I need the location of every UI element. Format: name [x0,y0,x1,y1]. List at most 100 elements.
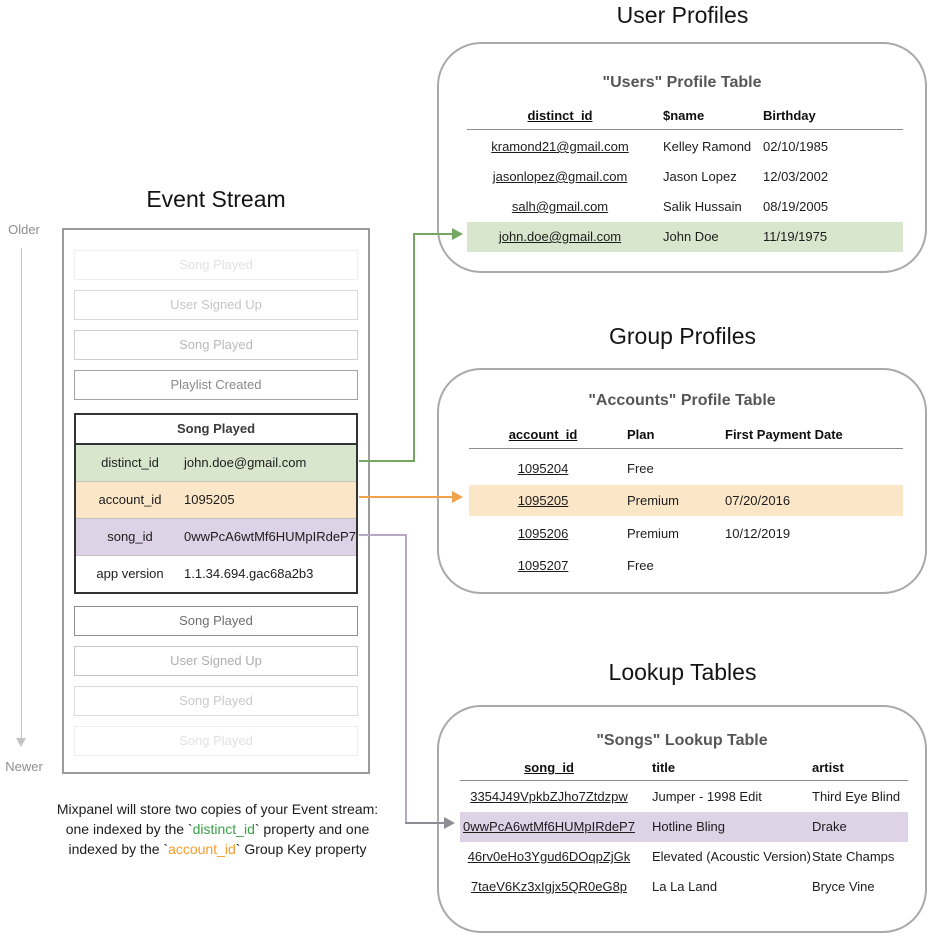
property-value: 1.1.34.694.gac68a2b3 [184,566,314,581]
property-key: song_id [107,529,153,544]
distinct-id-connector-line [413,233,415,462]
expanded-event-card: Song Played distinct_id john.doe@gmail.c… [74,413,358,594]
songs-table-header: song_id title artist [460,758,908,778]
song-id-cell: 3354J49VpkbZJho7Ztdzpw [470,789,628,804]
column-header-first-payment-date: First Payment Date [725,427,843,442]
event-property-app-version: app version 1.1.34.694.gac68a2b3 [76,556,356,592]
users-profile-card: "Users" Profile Table distinct_id $name … [437,42,927,273]
distinct-id-connector-line [359,460,415,462]
distinct-id-connector-line [415,233,452,235]
lookup-tables-title: Lookup Tables [608,659,757,685]
caption-line-1: Mixpanel will store two copies of your E… [56,801,379,817]
column-header-artist: artist [812,760,844,775]
group-profiles-title: Group Profiles [608,323,756,349]
table-row-highlighted: 1095205 Premium 07/20/2016 [469,485,903,516]
event-card: Song Played [74,330,358,360]
song-title-cell: La La Land [652,879,718,894]
table-row: 1095207 Free [469,550,903,581]
column-header-account-id: account_id [508,427,578,442]
birthday-cell: 08/19/2005 [763,199,829,214]
header-separator [467,129,903,130]
event-label: Song Played [179,257,253,272]
table-row: 7taeV6Kz3xIgjx5QR0eG8p La La Land Bryce … [460,872,908,902]
table-row: 46rv0eHo3Ygud6DOqpZjGk Elevated (Acousti… [460,842,908,872]
event-label: User Signed Up [170,653,262,668]
song-id-arrowhead-icon [444,817,455,829]
artist-cell: Drake [812,819,847,834]
distinct-id-arrowhead-icon [452,228,463,240]
distinct-id-cell: john.doe@gmail.com [498,229,622,244]
timeline-older-label: Older [8,222,40,237]
table-row: kramond21@gmail.com Kelley Ramond 02/10/… [467,132,903,162]
distinct-id-code: distinct_id [192,821,255,837]
name-cell: Kelley Ramond [663,139,752,154]
caption-text: ` property and one [254,821,370,837]
column-header-distinct-id: distinct_id [527,108,593,123]
event-label: Song Played [179,337,253,352]
event-card: User Signed Up [74,290,358,320]
caption-text: indexed by the ` [68,841,169,857]
song-id-cell: 7taeV6Kz3xIgjx5QR0eG8p [470,879,628,894]
event-card: Song Played [74,250,358,280]
column-header-title: title [652,760,676,775]
account-id-connector-line [359,496,452,498]
property-key: distinct_id [101,455,159,470]
distinct-id-cell: jasonlopez@gmail.com [492,169,628,184]
property-key: account_id [98,492,162,507]
plan-cell: Free [627,461,654,476]
header-separator [469,448,903,449]
song-id-connector-line [359,534,407,536]
account-id-arrowhead-icon [452,491,463,503]
first-payment-date-cell: 07/20/2016 [725,493,791,508]
plan-cell: Premium [627,526,680,541]
song-title-cell: Elevated (Acoustic Version) [652,849,811,864]
artist-cell: Bryce Vine [812,879,875,894]
event-card: User Signed Up [74,646,358,676]
first-payment-date-cell: 10/12/2019 [725,526,791,541]
property-key: app version [96,566,164,581]
caption-text: one indexed by the ` [65,821,193,837]
event-card: Song Played [74,606,358,636]
column-header-name: $name [663,108,705,123]
caption-line-3: indexed by the `account_id` Group Key pr… [15,839,420,859]
accounts-table-header: account_id Plan First Payment Date [469,425,903,445]
timeline-arrowhead-icon [16,738,26,747]
event-stream-title: Event Stream [146,186,286,212]
account-id-cell: 1095207 [517,558,569,573]
songs-table-title: "Songs" Lookup Table [596,732,768,749]
property-value: john.doe@gmail.com [184,455,307,470]
birthday-cell: 02/10/1985 [763,139,829,154]
timeline-newer-label: Newer [5,759,43,774]
caption-line-2: one indexed by the `distinct_id` propert… [15,819,420,839]
accounts-table-title: "Accounts" Profile Table [588,392,776,409]
table-row: 1095206 Premium 10/12/2019 [469,518,903,549]
event-property-song-id: song_id 0wwPcA6wtMf6HUMpIRdeP7 [76,519,356,556]
name-cell: John Doe [663,229,719,244]
event-card: Playlist Created [74,370,358,400]
table-row-highlighted: 0wwPcA6wtMf6HUMpIRdeP7 Hotline Bling Dra… [460,812,908,842]
event-property-distinct-id: distinct_id john.doe@gmail.com [76,445,356,482]
distinct-id-cell: salh@gmail.com [511,199,609,214]
plan-cell: Premium [627,493,680,508]
event-label: User Signed Up [170,297,262,312]
birthday-cell: 12/03/2002 [763,169,829,184]
account-id-code: account_id [168,841,236,857]
property-value: 0wwPcA6wtMf6HUMpIRdeP7 [184,529,356,544]
event-stream-container: Song Played User Signed Up Song Played P… [62,228,376,780]
event-label: Song Played [179,613,253,628]
artist-cell: State Champs [812,849,895,864]
event-label: Playlist Created [170,377,262,392]
table-row: 3354J49VpkbZJho7Ztdzpw Jumper - 1998 Edi… [460,782,908,812]
songs-lookup-card: "Songs" Lookup Table song_id title artis… [437,705,936,942]
artist-cell: Third Eye Blind [812,789,901,804]
event-card: Song Played [74,686,358,716]
account-id-cell: 1095206 [517,526,569,541]
song-title-cell: Hotline Bling [652,819,725,834]
event-card: Song Played [74,726,358,756]
distinct-id-cell: kramond21@gmail.com [491,139,629,154]
users-table-header: distinct_id $name Birthday [467,106,903,126]
table-row: salh@gmail.com Salik Hussain 08/19/2005 [467,192,903,222]
user-profiles-title: User Profiles [616,2,749,28]
table-row: 1095204 Free [469,453,903,484]
caption: Mixpanel will store two copies of your E… [15,799,420,859]
